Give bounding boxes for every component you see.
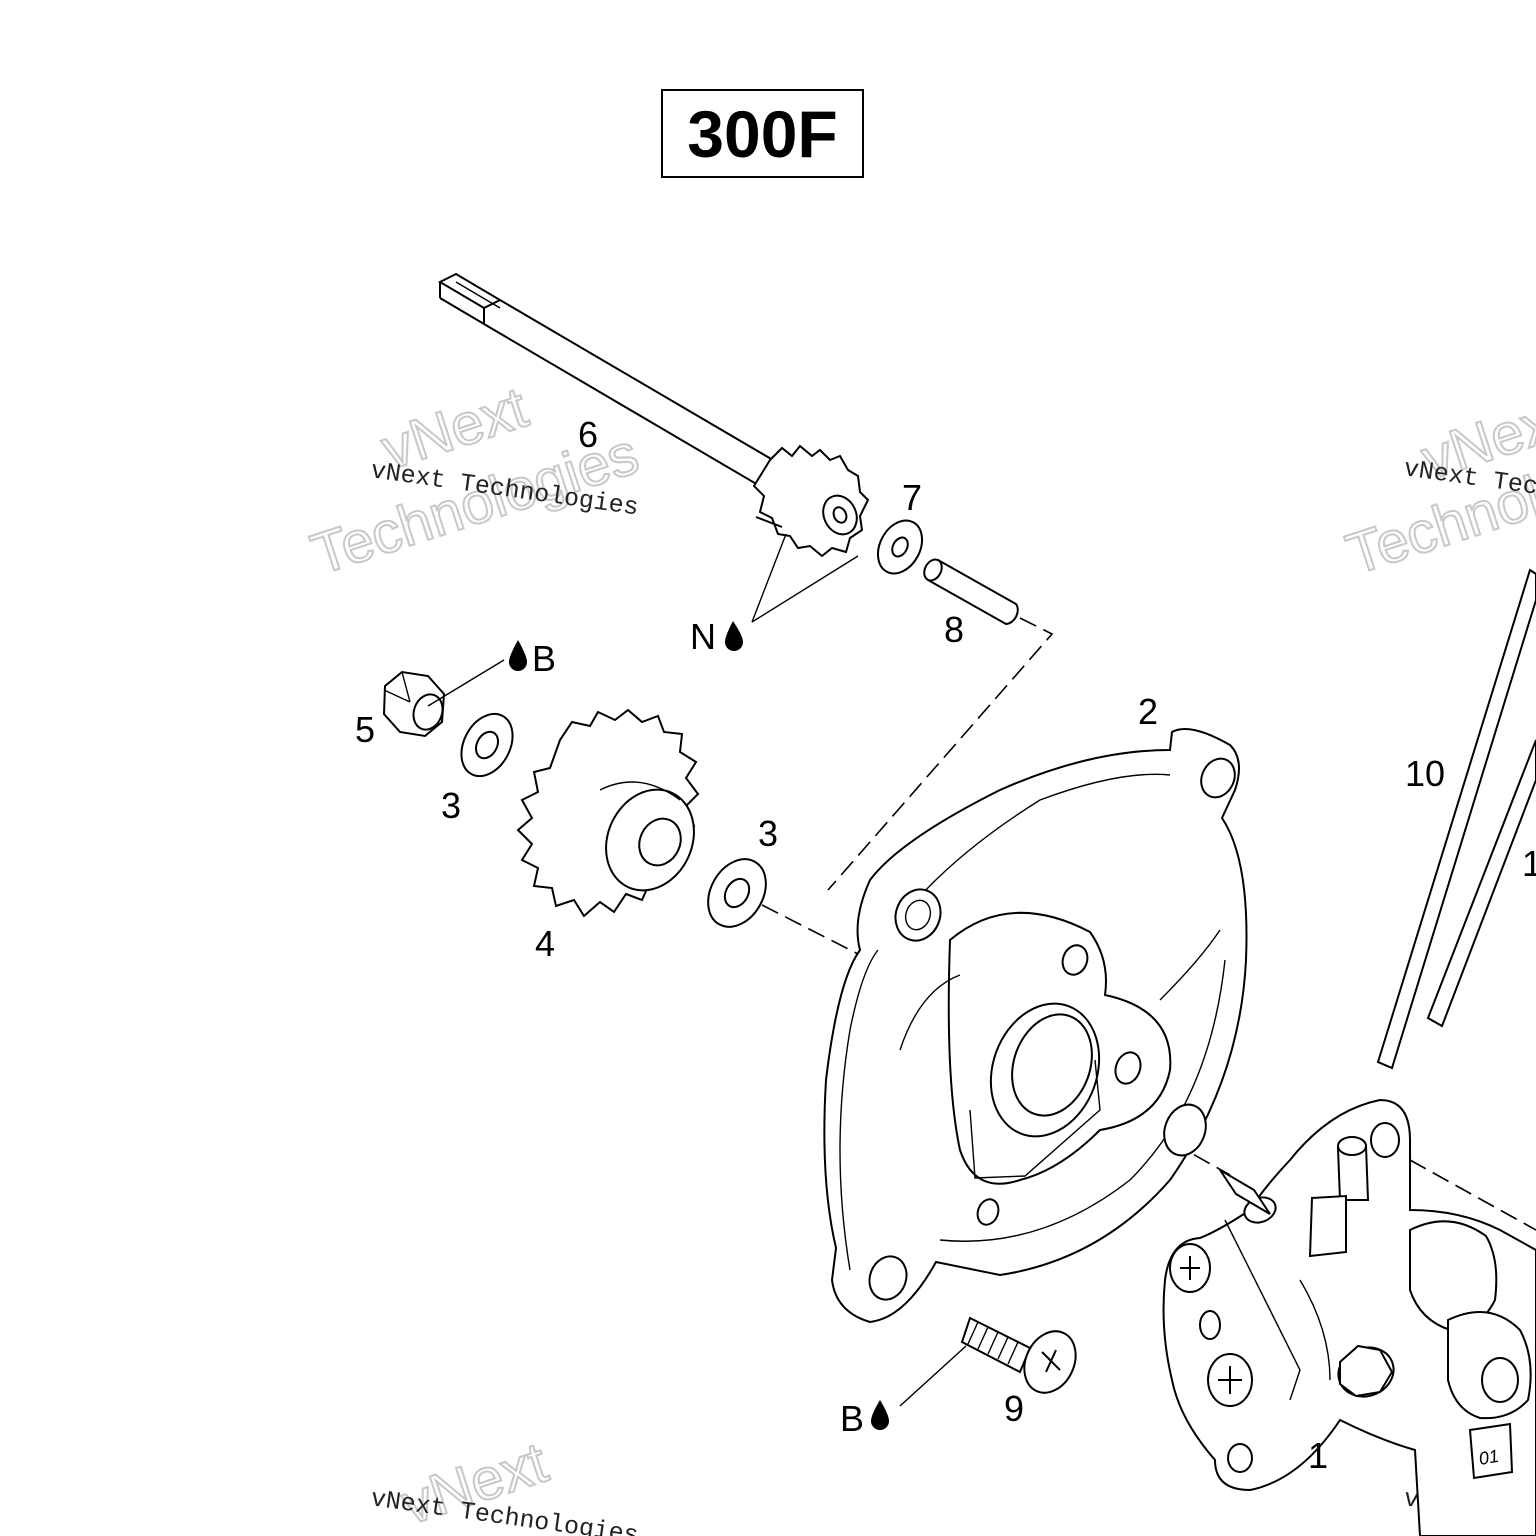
callout-3-upper: 3	[441, 785, 461, 826]
callout-9: 9	[1004, 1388, 1024, 1429]
lubricant-drop-icon-b-bottom	[871, 1400, 889, 1430]
part-5-nut	[382, 670, 446, 738]
part-9-screw	[960, 1316, 1077, 1394]
lubricant-drop-icon-n	[725, 621, 743, 651]
watermark-top-left: vNext Technologies vNext Technologies	[303, 374, 647, 589]
part-8-pin	[923, 558, 1019, 626]
callout-2: 2	[1138, 691, 1158, 732]
part-6-pump-shaft	[437, 272, 870, 558]
callout-6: 6	[578, 414, 598, 455]
part-1-oil-pump: 01	[1162, 1098, 1536, 1536]
part-7-washer	[876, 519, 924, 575]
lubricant-drop-icon-b-top	[509, 640, 527, 671]
callout-5: 5	[355, 709, 375, 750]
callout-3-lower: 3	[758, 813, 778, 854]
note-n-label: N	[690, 616, 716, 657]
part-10-rods	[1376, 568, 1536, 1070]
callout-7: 7	[902, 477, 922, 518]
watermark-top-right: vNext Technologies vNext Technologies	[1338, 384, 1536, 589]
diagram-title: 300F	[661, 89, 864, 178]
callout-1: 1	[1308, 1435, 1328, 1476]
part-3-washer-lower	[707, 858, 767, 928]
note-b-label-bottom: B	[840, 1398, 864, 1439]
part-2-pump-cover	[823, 728, 1248, 1324]
part-4-gear	[516, 708, 700, 918]
callout-8: 8	[944, 609, 964, 650]
note-b-label-top: B	[532, 638, 556, 679]
leader-lines	[427, 533, 967, 1407]
callout-4: 4	[535, 923, 555, 964]
part-marking-text: 01	[1477, 1446, 1500, 1469]
part-3-washer-upper	[460, 712, 514, 778]
callout-10-partial: 1	[1522, 843, 1536, 884]
watermark-bottom-left: vNext vNext Technologies	[369, 1429, 640, 1536]
callout-10: 10	[1405, 753, 1445, 794]
